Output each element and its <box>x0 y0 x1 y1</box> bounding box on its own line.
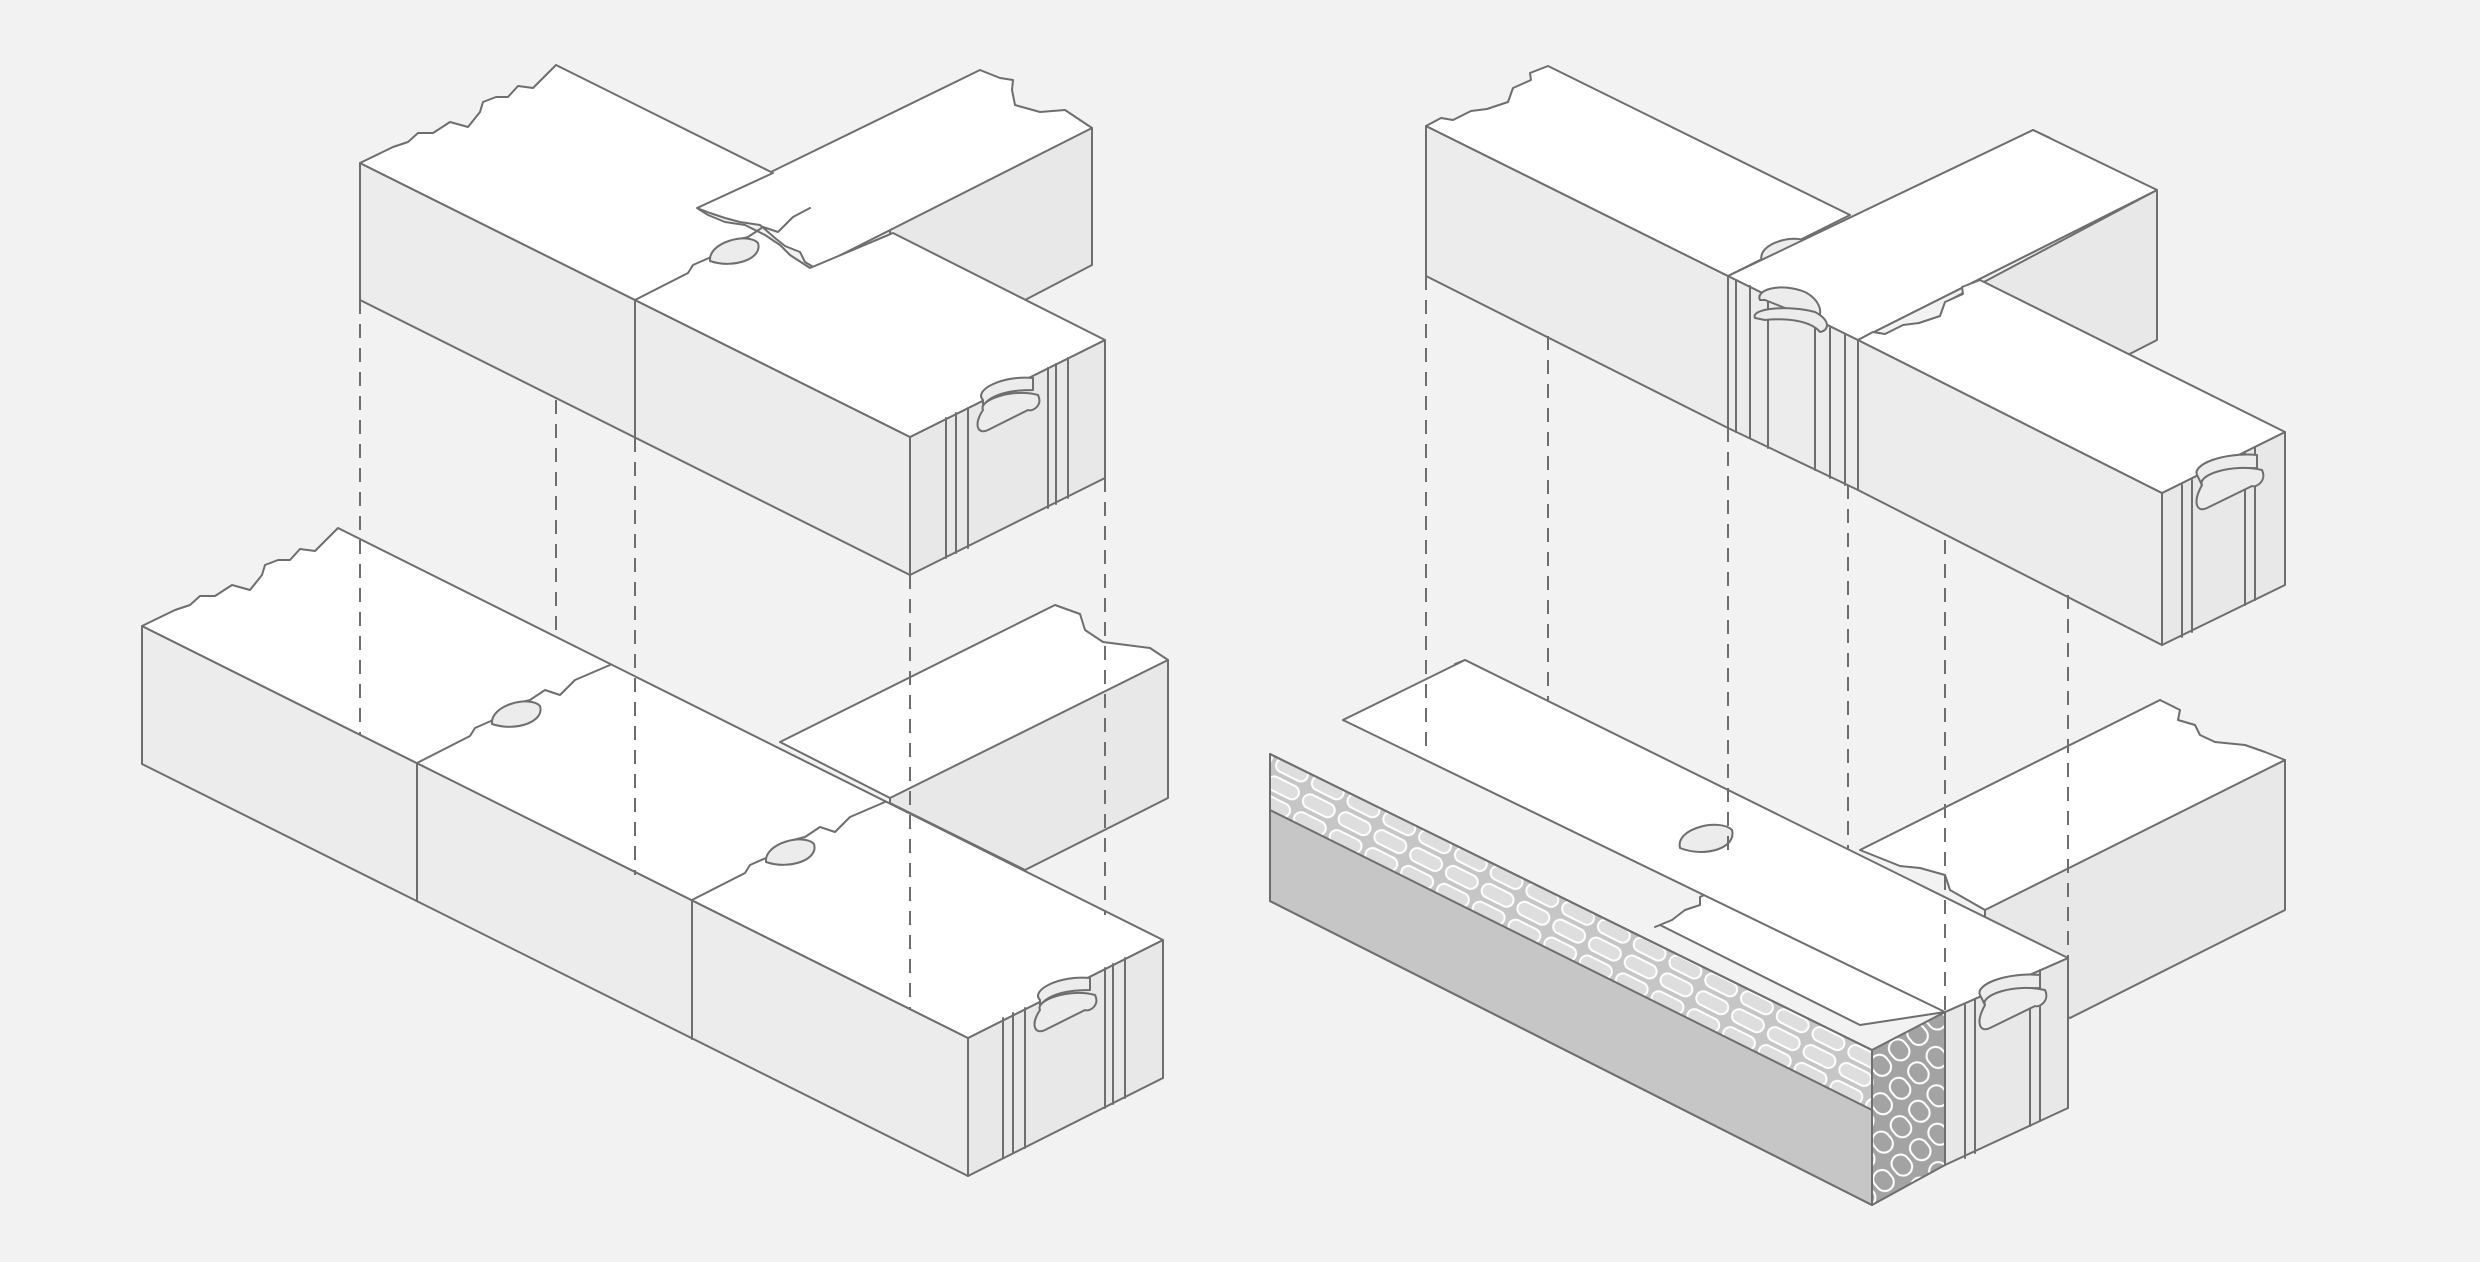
left-lower-cross-block <box>779 604 1169 871</box>
right-upper-front-block <box>1857 279 2286 646</box>
left-lower-course <box>141 527 1169 1177</box>
left-upper-course <box>359 64 1106 576</box>
left-assembly <box>141 64 1169 1177</box>
right-lower-course <box>1269 659 2286 1206</box>
right-upper-middle-block <box>1727 129 2158 491</box>
left-lower-long-block <box>141 527 1164 1177</box>
right-assembly <box>1269 65 2286 1206</box>
right-alignment-guides <box>1425 276 2069 1012</box>
right-lower-insulated-block <box>1269 659 2069 1206</box>
right-upper-course <box>1425 65 2286 646</box>
left-alignment-guides <box>359 300 1106 1010</box>
